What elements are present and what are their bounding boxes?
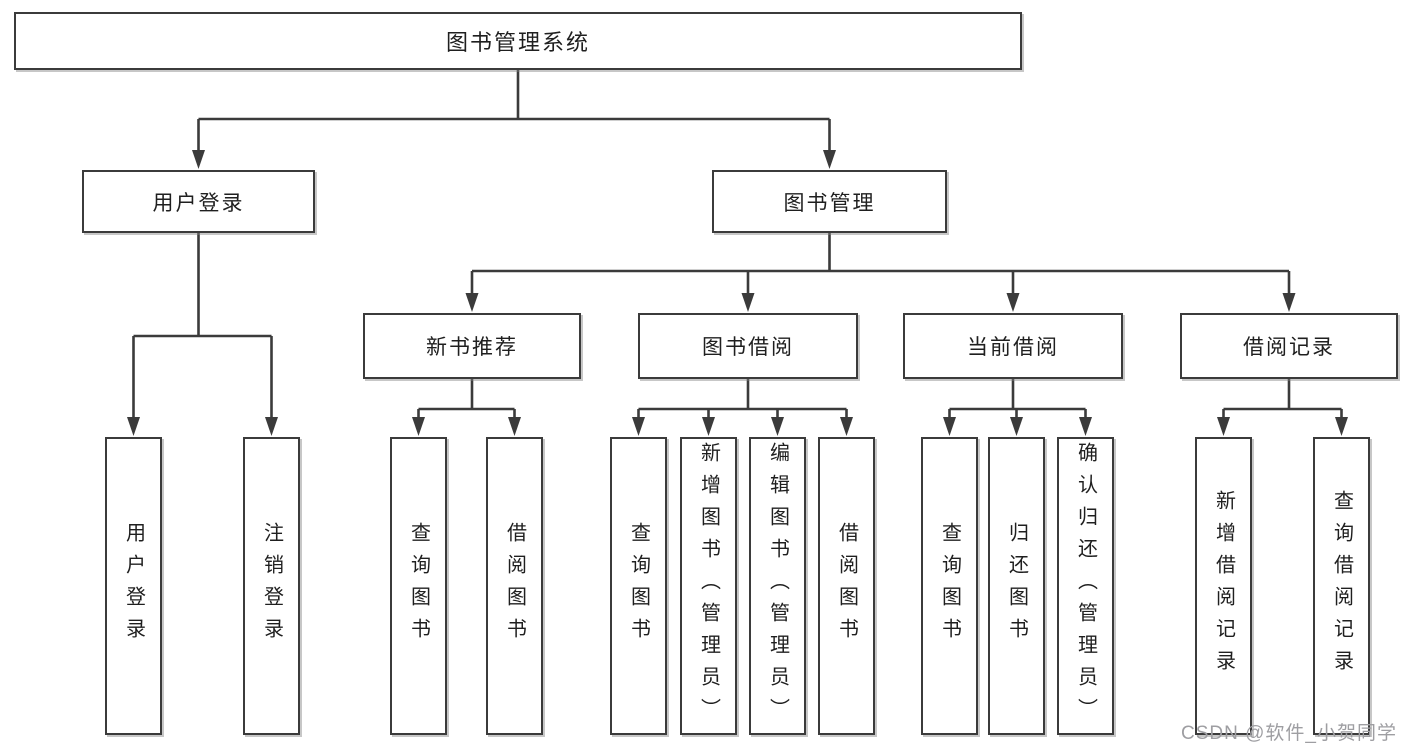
node-label-root: 图书管理系统 <box>445 30 590 55</box>
node-label-ul_login: 用户登录 <box>122 522 145 650</box>
node-b_add: 新增图书（管理员） <box>680 437 737 735</box>
node-label-records: 借阅记录 <box>1243 336 1335 359</box>
node-c_confirm: 确认归还（管理员） <box>1057 437 1114 735</box>
node-label-nr_borrow: 借阅图书 <box>503 522 526 650</box>
node-label-nr_query: 查询图书 <box>407 522 430 650</box>
node-nr_borrow: 借阅图书 <box>486 437 543 735</box>
node-label-book_mgmt: 图书管理 <box>783 191 876 215</box>
watermark: CSDN @软件_小贺同学 <box>1181 723 1397 744</box>
node-label-ul_logout: 注销登录 <box>260 522 283 650</box>
node-label-b_edit: 编辑图书（管理员） <box>766 442 789 730</box>
node-b_borrow: 借阅图书 <box>818 437 875 735</box>
node-label-c_query: 查询图书 <box>938 522 961 650</box>
node-c_return: 归还图书 <box>988 437 1045 735</box>
node-ul_login: 用户登录 <box>105 437 162 735</box>
connector-records <box>1217 379 1348 436</box>
node-label-b_query: 查询图书 <box>627 522 650 650</box>
node-label-user_login: 用户登录 <box>152 191 245 215</box>
node-nr_query: 查询图书 <box>390 437 447 735</box>
connector-borrow <box>632 379 853 436</box>
node-b_edit: 编辑图书（管理员） <box>749 437 806 735</box>
node-r_add: 新增借阅记录 <box>1195 437 1252 735</box>
node-user_login: 用户登录 <box>82 170 315 233</box>
node-c_query: 查询图书 <box>921 437 978 735</box>
node-records: 借阅记录 <box>1180 313 1398 379</box>
node-new_rec: 新书推荐 <box>363 313 581 379</box>
node-label-current: 当前借阅 <box>967 336 1059 359</box>
node-label-b_add: 新增图书（管理员） <box>697 442 720 730</box>
node-label-b_borrow: 借阅图书 <box>835 522 858 650</box>
node-book_mgmt: 图书管理 <box>712 170 947 233</box>
connector-new_rec <box>412 379 521 436</box>
connector-book_mgmt <box>465 233 1296 312</box>
connector-current <box>943 379 1092 436</box>
node-b_query: 查询图书 <box>610 437 667 735</box>
node-label-new_rec: 新书推荐 <box>426 336 518 359</box>
node-r_query: 查询借阅记录 <box>1313 437 1370 735</box>
connector-root <box>192 70 836 169</box>
node-current: 当前借阅 <box>903 313 1123 379</box>
node-root: 图书管理系统 <box>14 12 1022 70</box>
node-label-c_confirm: 确认归还（管理员） <box>1074 442 1097 730</box>
node-label-r_query: 查询借阅记录 <box>1330 490 1353 682</box>
node-ul_logout: 注销登录 <box>243 437 300 735</box>
node-label-borrow: 图书借阅 <box>702 336 794 359</box>
connector-user_login <box>127 233 278 436</box>
node-label-r_add: 新增借阅记录 <box>1212 490 1235 682</box>
node-borrow: 图书借阅 <box>638 313 858 379</box>
node-label-c_return: 归还图书 <box>1005 522 1028 650</box>
